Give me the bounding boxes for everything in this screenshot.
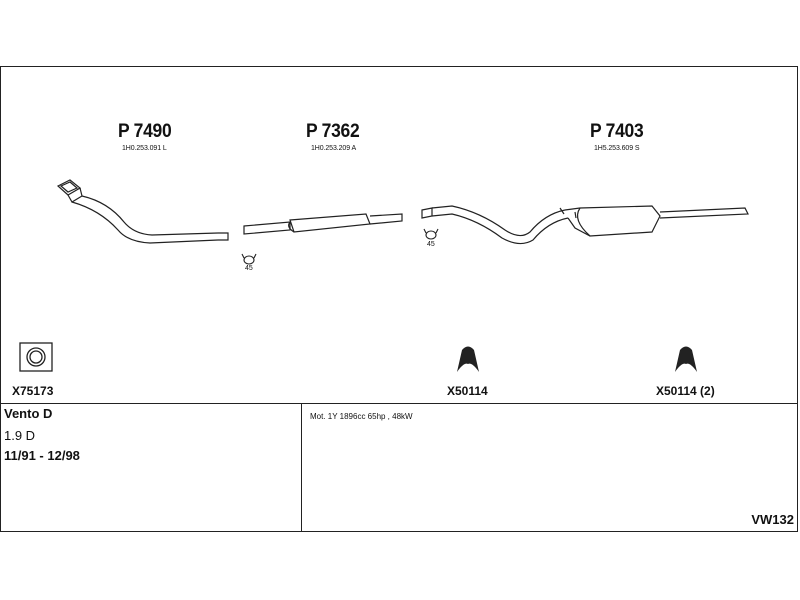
diagram-frame xyxy=(0,66,798,532)
accessory-gasket-code: X75173 xyxy=(12,384,54,398)
part-number-middle-silencer: P 7362 xyxy=(306,121,360,142)
accessory-mount-code-2: X50114 (2) xyxy=(656,384,715,398)
gasket-drawing xyxy=(19,342,53,372)
clamp-angle-right: 45 xyxy=(427,241,435,248)
accessory-mount-code: X50114 xyxy=(447,384,488,398)
vertical-divider xyxy=(301,403,302,531)
rear-silencer-drawing xyxy=(421,205,749,245)
front-pipe-drawing xyxy=(56,179,229,244)
reference-code: VW132 xyxy=(751,512,794,527)
engine-note: Mot. 1Y 1896cc 65hp , 48kW xyxy=(310,412,413,421)
oem-number-rear-silencer: 1H5.253.609 S xyxy=(594,145,640,152)
vehicle-years: 11/91 - 12/98 xyxy=(4,448,80,463)
part-number-front-pipe: P 7490 xyxy=(118,121,172,142)
middle-silencer-drawing xyxy=(243,213,403,235)
rubber-mount-1-drawing xyxy=(457,346,479,372)
clamp-angle-left: 45 xyxy=(245,265,253,272)
clamp-right xyxy=(423,228,439,240)
oem-number-middle-silencer: 1H0.253.209 A xyxy=(311,145,357,152)
oem-number-front-pipe: 1H0.253.091 L xyxy=(122,145,167,152)
rubber-mount-2-drawing xyxy=(675,346,697,372)
vehicle-engine-size: 1.9 D xyxy=(4,428,36,443)
part-number-rear-silencer: P 7403 xyxy=(590,121,644,142)
vehicle-model: Vento D xyxy=(4,406,53,421)
horizontal-divider xyxy=(1,403,797,404)
clamp-left xyxy=(241,253,257,265)
